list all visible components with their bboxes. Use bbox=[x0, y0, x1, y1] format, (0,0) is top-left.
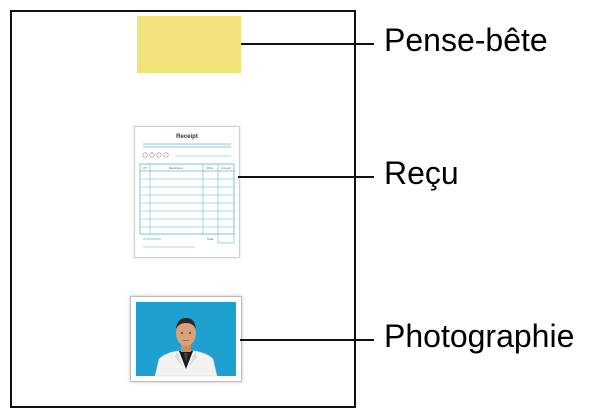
person-portrait-icon bbox=[136, 302, 236, 377]
receipt-col-amount: Amount bbox=[221, 166, 231, 170]
leader-line-note bbox=[241, 43, 374, 45]
label-note: Pense-bête bbox=[384, 22, 548, 58]
leader-line-photo bbox=[240, 339, 374, 341]
receipt-drawing: Receipt QT Description Price Amount Tota… bbox=[139, 134, 235, 248]
label-photo: Photographie bbox=[384, 318, 575, 354]
receipt-document: Receipt QT Description Price Amount Tota… bbox=[134, 126, 240, 258]
leader-line-receipt bbox=[238, 176, 374, 178]
receipt-col-price: Price bbox=[207, 166, 214, 170]
receipt-circle-icon bbox=[163, 152, 169, 158]
receipt-total: Total bbox=[207, 237, 214, 241]
receipt-col-qty: QT bbox=[143, 166, 147, 170]
photograph bbox=[130, 296, 242, 382]
receipt-table bbox=[139, 163, 235, 235]
sticky-note bbox=[137, 16, 241, 73]
receipt-title: Receipt bbox=[176, 134, 198, 140]
receipt-circle-icon bbox=[156, 152, 162, 158]
receipt-circle-icon bbox=[142, 152, 148, 158]
receipt-col-description: Description bbox=[169, 166, 183, 170]
label-receipt: Reçu bbox=[384, 155, 459, 191]
receipt-circle-icon bbox=[149, 152, 155, 158]
